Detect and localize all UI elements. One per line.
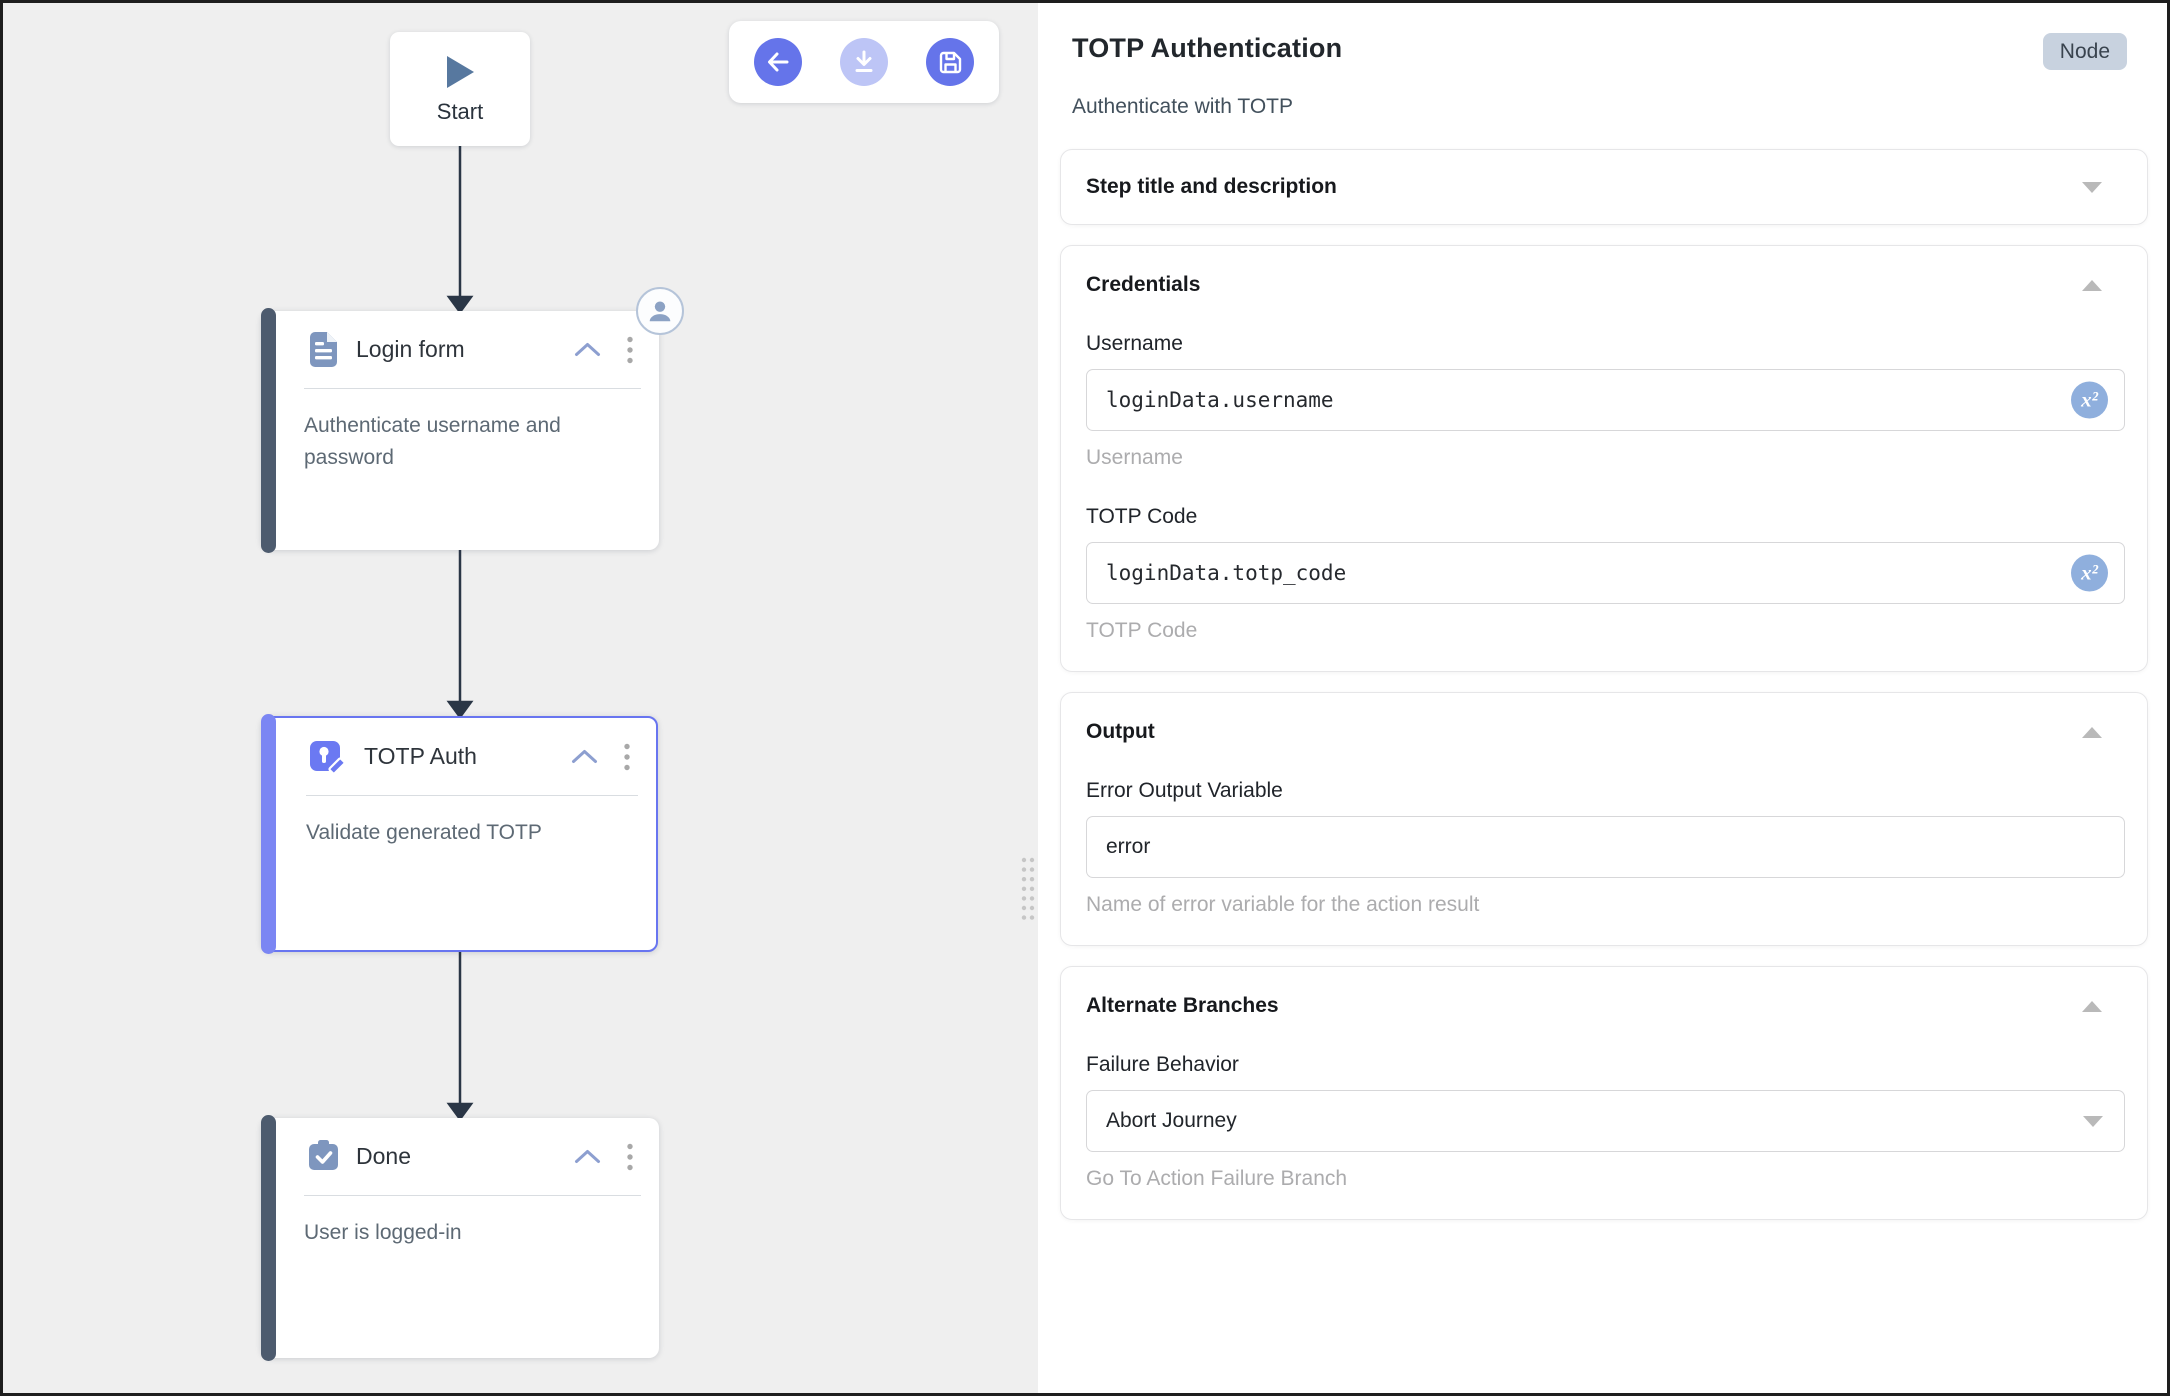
- back-button[interactable]: [754, 38, 802, 86]
- totp-code-input[interactable]: [1086, 542, 2125, 604]
- node-accent-bar: [261, 714, 276, 954]
- section-alternate-branches: Alternate Branches Failure Behavior Abor…: [1060, 966, 2148, 1220]
- totp-key-icon: [310, 739, 347, 775]
- chevron-up-icon: [574, 1149, 601, 1164]
- node-description: Authenticate username and password: [276, 389, 606, 473]
- panel-resize-handle[interactable]: [1019, 855, 1037, 928]
- save-button[interactable]: [926, 38, 974, 86]
- clipboard-check-icon: [308, 1140, 339, 1174]
- kebab-menu-icon: [627, 336, 633, 364]
- node-accent-bar: [261, 1115, 276, 1361]
- username-label: Username: [1086, 332, 2125, 356]
- canvas-toolbar: [729, 21, 999, 103]
- play-icon: [444, 54, 476, 90]
- username-input[interactable]: [1086, 369, 2125, 431]
- variable-expression-badge[interactable]: x²: [2071, 382, 2108, 419]
- section-title: Step title and description: [1086, 175, 1337, 199]
- node-title: Login form: [356, 336, 465, 363]
- expand-section-icon[interactable]: [2082, 182, 2102, 193]
- failure-behavior-label: Failure Behavior: [1086, 1053, 2125, 1077]
- node-accent-bar: [261, 308, 276, 553]
- chevron-up-icon: [571, 749, 598, 764]
- panel-subtitle: Authenticate with TOTP: [1072, 95, 2127, 119]
- user-interaction-badge: [636, 287, 684, 335]
- collapse-node-button[interactable]: [571, 749, 598, 764]
- node-description: User is logged-in: [276, 1196, 659, 1249]
- node-title: Done: [356, 1143, 411, 1170]
- download-button[interactable]: [840, 38, 888, 86]
- kebab-menu-icon: [624, 743, 630, 771]
- section-title: Alternate Branches: [1086, 994, 1279, 1018]
- download-icon: [851, 49, 877, 75]
- node-description: Validate generated TOTP: [278, 796, 656, 849]
- flow-node-login-form[interactable]: Login form: [261, 311, 659, 550]
- collapse-section-icon[interactable]: [2082, 727, 2102, 738]
- node-properties-panel: TOTP Authentication Node Authenticate wi…: [1038, 3, 2167, 1393]
- username-helper: Username: [1086, 446, 2125, 470]
- totp-code-helper: TOTP Code: [1086, 619, 2125, 643]
- select-dropdown-icon: [2083, 1116, 2103, 1127]
- chevron-up-icon: [574, 342, 601, 357]
- start-node[interactable]: Start: [390, 32, 530, 146]
- save-floppy-icon: [937, 49, 964, 76]
- section-output: Output Error Output Variable Name of err…: [1060, 692, 2148, 946]
- node-menu-button[interactable]: [627, 336, 633, 364]
- collapse-node-button[interactable]: [574, 342, 601, 357]
- kebab-menu-icon: [627, 1143, 633, 1171]
- failure-behavior-value: Abort Journey: [1106, 1109, 1237, 1133]
- collapse-node-button[interactable]: [574, 1149, 601, 1164]
- section-title: Credentials: [1086, 273, 1200, 297]
- failure-behavior-helper: Go To Action Failure Branch: [1086, 1167, 2125, 1191]
- flow-node-done[interactable]: Done U: [261, 1118, 659, 1358]
- start-node-label: Start: [437, 99, 483, 125]
- error-output-label: Error Output Variable: [1086, 779, 2125, 803]
- arrow-left-icon: [765, 49, 791, 75]
- error-output-input[interactable]: [1086, 816, 2125, 878]
- variable-expression-badge[interactable]: x²: [2071, 555, 2108, 592]
- flow-node-totp-auth[interactable]: TOTP Auth: [261, 716, 658, 952]
- collapse-section-icon[interactable]: [2082, 1001, 2102, 1012]
- drag-dots-icon: [1019, 855, 1037, 923]
- totp-code-label: TOTP Code: [1086, 505, 2125, 529]
- document-form-icon: [308, 332, 339, 367]
- node-menu-button[interactable]: [624, 743, 630, 771]
- error-output-helper: Name of error variable for the action re…: [1086, 893, 2125, 917]
- section-title: Output: [1086, 720, 1155, 744]
- node-type-badge: Node: [2043, 33, 2127, 70]
- person-icon: [647, 298, 673, 324]
- node-menu-button[interactable]: [627, 1143, 633, 1171]
- failure-behavior-select[interactable]: Abort Journey: [1086, 1090, 2125, 1152]
- section-credentials: Credentials Username x² Username TOTP Co…: [1060, 245, 2148, 672]
- flow-canvas[interactable]: Start: [3, 3, 1038, 1393]
- panel-title: TOTP Authentication: [1072, 33, 1342, 64]
- collapse-section-icon[interactable]: [2082, 280, 2102, 291]
- section-step-title-description[interactable]: Step title and description: [1060, 149, 2148, 225]
- node-title: TOTP Auth: [364, 743, 477, 770]
